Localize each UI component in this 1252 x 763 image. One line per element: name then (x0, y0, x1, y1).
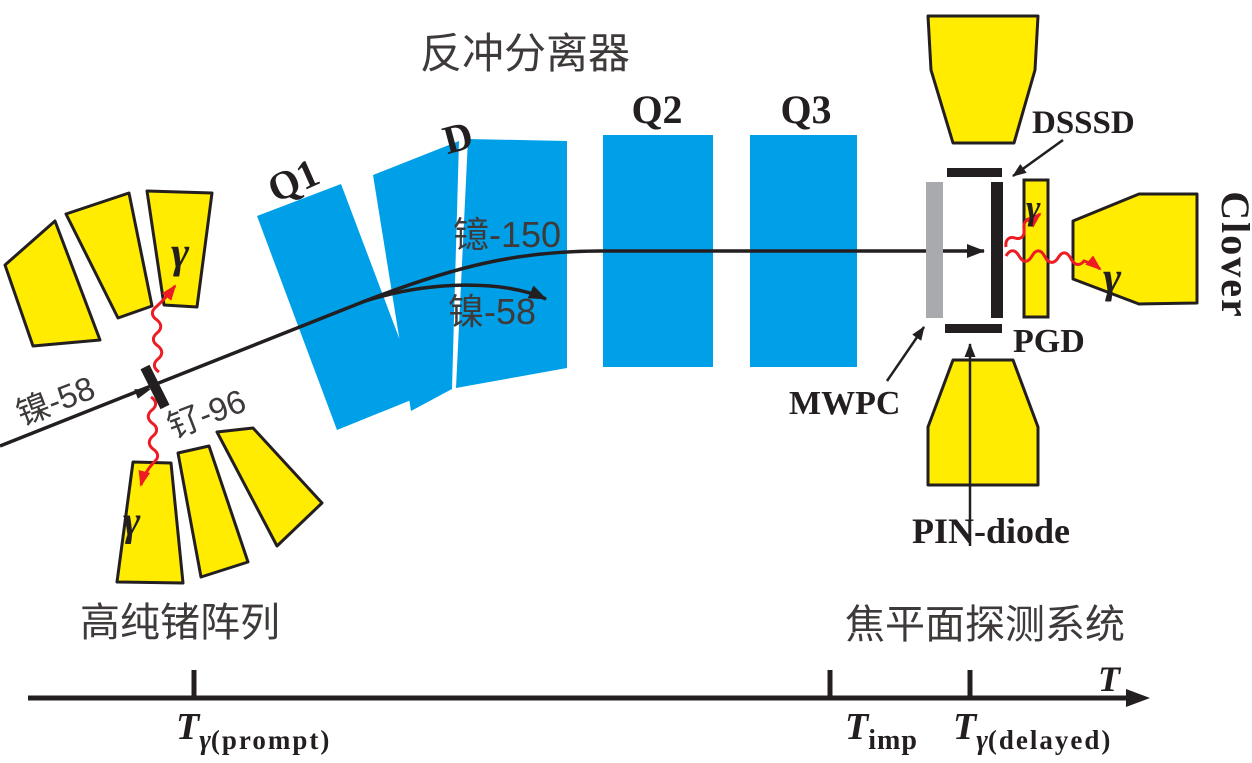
pgd-label: PGD (1013, 323, 1085, 360)
beam-path-deflected-ni58 (361, 283, 547, 304)
magnet-q1 (257, 184, 421, 430)
pgd-detector (1022, 178, 1050, 319)
magnet-d-right (456, 139, 567, 388)
pin-diode-label: PIN-diode (912, 511, 1070, 551)
target-foil (140, 364, 170, 410)
time-label-delayed-sub: (delayed) (988, 725, 1112, 755)
gamma-symbol-pgd: γ (1026, 188, 1041, 227)
hpge-crystal-lower-2 (176, 444, 250, 579)
mwpc-leader-arrow (885, 326, 926, 382)
time-label-prompt: Tγ(prompt) (176, 706, 331, 756)
gamma-ray-prompt-down (138, 395, 160, 487)
dsssd-detector (991, 182, 1003, 318)
dsssd-label: DSSSD (1032, 105, 1135, 141)
hpge-array-label: 高纯锗阵列 (80, 601, 280, 645)
focal-plane-label: 焦平面探测系统 (845, 603, 1125, 647)
time-label-prompt-sub: (prompt) (211, 725, 332, 755)
recoil-product-label: 镱-150 (453, 214, 561, 255)
clover-label: Clover (1213, 191, 1252, 319)
hpge-crystal-lower-1 (115, 460, 185, 585)
dsssd-leader-arrow (1012, 138, 1064, 178)
pin-diode-array (926, 358, 1040, 487)
magnet-q3-label: Q3 (780, 87, 831, 132)
hpge-crystal-upper-3 (145, 189, 214, 309)
magnet-q2-label: Q2 (631, 87, 682, 132)
time-label-delayed-main: T (953, 706, 978, 748)
time-axis-arrowhead (1126, 689, 1150, 707)
time-label-implant: Timp (845, 706, 918, 756)
gamma-symbol-clover: γ (1103, 253, 1122, 302)
deflected-beam-label: 镍-58 (448, 291, 536, 332)
frame-bar-bottom (945, 324, 1002, 333)
time-label-delayed-sub-gamma: γ (976, 725, 988, 756)
frame-bar-top (947, 168, 1002, 177)
time-label-delayed: Tγ(delayed) (953, 706, 1112, 756)
gamma-ray-delayed-to-clover (1004, 249, 1102, 271)
clover-detector (1071, 192, 1199, 306)
time-label-implant-sub: imp (868, 725, 918, 756)
magnet-d-left (373, 141, 459, 411)
time-label-implant-main: T (845, 706, 870, 748)
beam-arrowhead-target (134, 389, 151, 399)
time-label-prompt-main: T (176, 706, 201, 748)
gamma-ray-prompt-up (150, 284, 177, 374)
gamma-symbol-upper-hpge: γ (171, 228, 190, 277)
gamma-symbol-lower-hpge: γ (123, 499, 141, 545)
mwpc-detector (926, 182, 943, 318)
mwpc-label: MWPC (789, 385, 900, 422)
time-label-prompt-sub-gamma: γ (199, 725, 211, 756)
hpge-crystal-upper-2 (64, 191, 154, 320)
diagram-title: 反冲分离器 (420, 30, 630, 77)
hpge-crystal-upper-1 (3, 219, 102, 348)
detector-housing-top (926, 14, 1040, 145)
time-axis-label: T (1098, 659, 1122, 699)
hpge-crystal-lower-3 (215, 426, 324, 548)
gamma-ray-delayed-to-pgd (1004, 212, 1042, 248)
